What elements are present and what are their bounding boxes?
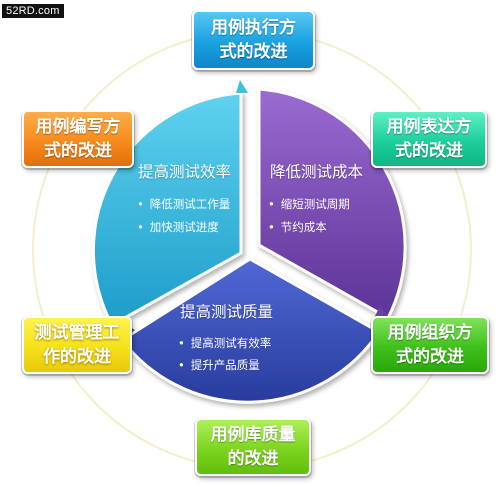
box-case-library: 用例库质量 的改进 bbox=[195, 418, 311, 476]
arrow-head-efficiency bbox=[236, 80, 248, 93]
segment-cost-bullet: 节约成本 bbox=[268, 219, 327, 235]
segment-cost-bullet: 缩短测试周期 bbox=[268, 196, 350, 212]
segment-efficiency-bullet: 加快测试进度 bbox=[137, 219, 219, 235]
watermark: 52RD.com bbox=[2, 4, 64, 18]
box-case-organization: 用例组织方 式的改进 bbox=[371, 316, 489, 374]
segment-cost-title: 降低测试成本 bbox=[270, 163, 364, 181]
segment-quality-title: 提高测试质量 bbox=[180, 303, 274, 321]
box-case-expression: 用例表达方 式的改进 bbox=[371, 110, 487, 168]
segment-efficiency-title: 提高测试效率 bbox=[138, 163, 232, 181]
segment-efficiency-bullet: 降低测试工作量 bbox=[137, 196, 231, 212]
segment-quality-bullet: 提高测试有效率 bbox=[178, 335, 272, 351]
box-case-execution: 用例执行方 式的改进 bbox=[192, 10, 315, 70]
box-case-writing: 用例编写方 式的改进 bbox=[22, 110, 134, 168]
box-test-management: 测试管理工 作的改进 bbox=[22, 316, 132, 374]
segment-quality-bullet: 提升产品质量 bbox=[178, 357, 260, 373]
